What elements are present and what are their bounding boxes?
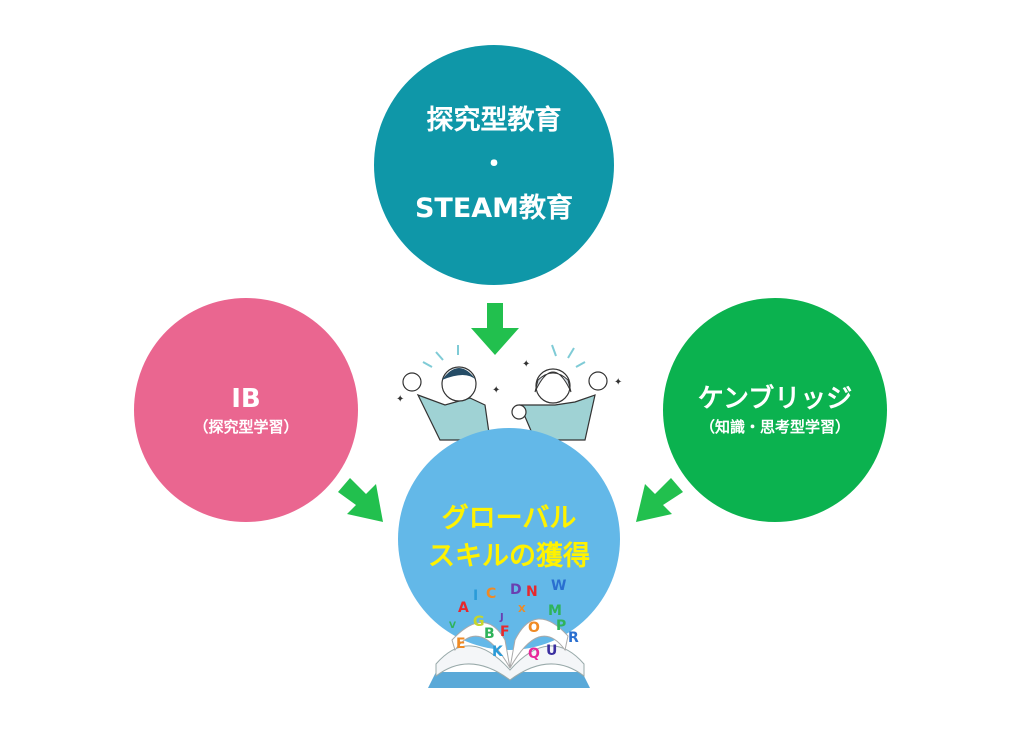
svg-text:F: F [500, 624, 510, 640]
node-top-line1: 探究型教育 [426, 105, 562, 136]
cheering-students-illustration: ✦ ✦ ✦ ✦ [396, 344, 622, 441]
svg-text:Q: Q [528, 646, 540, 662]
node-top-line2: ・ [480, 149, 508, 180]
node-right-title: ケンブリッジ [697, 384, 853, 414]
node-center-line1: グローバル [441, 503, 577, 534]
svg-text:N: N [526, 584, 538, 600]
arrow-down-icon [471, 303, 519, 355]
svg-text:✦: ✦ [614, 377, 622, 388]
svg-text:C: C [486, 586, 496, 602]
svg-text:E: E [456, 636, 466, 652]
arrow-left-down-icon [636, 478, 683, 522]
node-ib: IB （探究型学習） [134, 298, 358, 522]
node-right-subtitle: （知識・思考型学習） [699, 418, 850, 436]
node-left-title: IB [231, 384, 261, 414]
svg-text:R: R [568, 630, 579, 646]
svg-text:O: O [528, 620, 540, 636]
svg-text:B: B [484, 626, 495, 642]
node-global-skills: グローバル スキルの獲得 [398, 428, 620, 650]
node-left-subtitle: （探究型学習） [193, 418, 299, 436]
node-inquiry-steam: 探究型教育 ・ STEAM教育 [374, 45, 614, 285]
node-top-line3: STEAM教育 [414, 193, 574, 224]
svg-text:M: M [548, 603, 562, 619]
svg-text:P: P [556, 618, 566, 634]
svg-text:I: I [473, 588, 478, 604]
svg-text:V: V [449, 621, 456, 631]
node-center-line2: スキルの獲得 [428, 541, 590, 572]
svg-text:K: K [492, 644, 504, 660]
svg-text:G: G [473, 614, 485, 630]
svg-text:J: J [499, 612, 504, 623]
svg-text:✦: ✦ [492, 385, 500, 396]
svg-text:X: X [518, 604, 526, 615]
arrow-right-down-icon [338, 478, 383, 522]
svg-text:✦: ✦ [522, 359, 530, 370]
node-cambridge: ケンブリッジ （知識・思考型学習） [663, 298, 887, 522]
svg-text:D: D [510, 582, 522, 598]
svg-text:U: U [546, 643, 557, 659]
svg-text:A: A [458, 600, 469, 616]
svg-text:W: W [551, 578, 566, 594]
svg-text:✦: ✦ [396, 394, 404, 405]
